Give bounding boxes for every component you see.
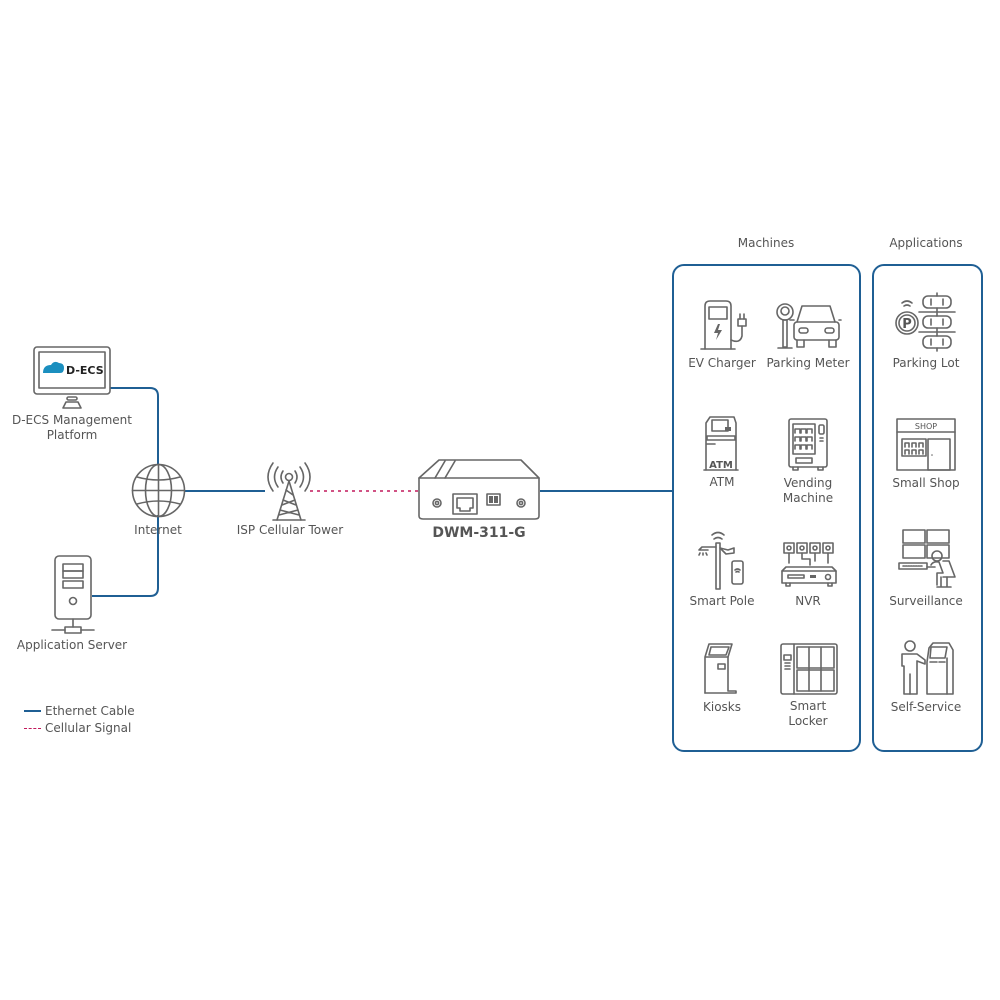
management-platform-label: D-ECS Management Platform [11, 413, 132, 442]
applications-heading: Applications [889, 236, 963, 250]
ethernet-platform-internet [110, 387, 159, 465]
d-ecs-logo-text: D-ECS [66, 364, 104, 377]
shop-sign-text: SHOP [915, 422, 937, 431]
machine-kiosk-label: Kiosks [703, 700, 741, 714]
machine-parking-meter[interactable] [775, 300, 842, 352]
app-surveillance-label: Surveillance [889, 594, 963, 608]
small-shop-icon: SHOP [896, 418, 956, 471]
machine-ev-charger-label: EV Charger [688, 356, 756, 370]
nvr-icon [781, 542, 837, 587]
app-small-shop[interactable]: SHOP [896, 418, 956, 472]
dwm-device-node[interactable] [417, 458, 541, 520]
monitor-icon: D-ECS [33, 346, 111, 409]
app-parking-lot[interactable]: P [893, 292, 956, 353]
machine-vending[interactable] [788, 418, 828, 472]
parking-lot-icon: P [895, 292, 956, 352]
self-service-icon [901, 640, 954, 695]
surveillance-icon [898, 529, 956, 588]
machine-smart-pole-label: Smart Pole [689, 594, 755, 608]
app-server-node[interactable] [50, 555, 95, 637]
machine-atm-label: ATM [709, 475, 735, 489]
legend-ethernet-label: Ethernet Cable [45, 704, 135, 718]
machine-kiosk[interactable] [702, 643, 740, 695]
parking-meter-icon [776, 303, 842, 349]
app-surveillance[interactable] [897, 529, 959, 591]
machine-ev-charger[interactable] [700, 300, 752, 352]
vending-machine-icon [788, 418, 828, 471]
legend-cellular-label: Cellular Signal [45, 721, 132, 735]
app-small-shop-label: Small Shop [892, 476, 960, 490]
atm-icon: ATM [703, 416, 739, 471]
smart-locker-icon [780, 643, 838, 695]
cell-tower-icon [267, 462, 311, 521]
machine-vending-label: Vending Machine [782, 476, 834, 505]
machine-smart-locker[interactable] [780, 643, 838, 695]
app-parking-lot-label: Parking Lot [892, 356, 960, 370]
smart-pole-icon [698, 531, 744, 590]
machine-nvr[interactable] [780, 541, 838, 589]
internet-node[interactable] [131, 463, 186, 518]
app-self-service[interactable] [897, 640, 955, 696]
atm-icon-text: ATM [709, 460, 733, 471]
ethernet-internet-server [92, 515, 159, 597]
machine-nvr-label: NVR [795, 594, 821, 608]
legend-solid-line-icon [24, 710, 41, 712]
svg-text:P: P [902, 317, 912, 332]
device-title: DWM-311-G [432, 525, 526, 541]
tower-label: ISP Cellular Tower [236, 523, 344, 537]
machine-atm[interactable]: ATM [703, 415, 739, 471]
legend-ethernet: Ethernet Cable [24, 704, 135, 718]
machines-heading: Machines [737, 236, 795, 250]
globe-icon [131, 463, 186, 518]
legend-dashed-line-icon [24, 727, 41, 729]
machine-smart-locker-label: Smart Locker [788, 699, 828, 728]
internet-label: Internet [134, 523, 182, 537]
kiosk-icon [704, 643, 737, 694]
machine-parking-meter-label: Parking Meter [766, 356, 850, 370]
server-icon [51, 555, 95, 634]
ev-charger-icon [700, 300, 747, 350]
router-device-icon [418, 459, 540, 520]
machine-smart-pole[interactable] [696, 530, 748, 590]
tower-node[interactable] [262, 460, 317, 522]
app-self-service-label: Self-Service [890, 700, 962, 714]
app-server-label: Application Server [16, 638, 128, 652]
management-platform-node[interactable]: D-ECS [33, 346, 111, 410]
legend-cellular: Cellular Signal [24, 721, 131, 735]
